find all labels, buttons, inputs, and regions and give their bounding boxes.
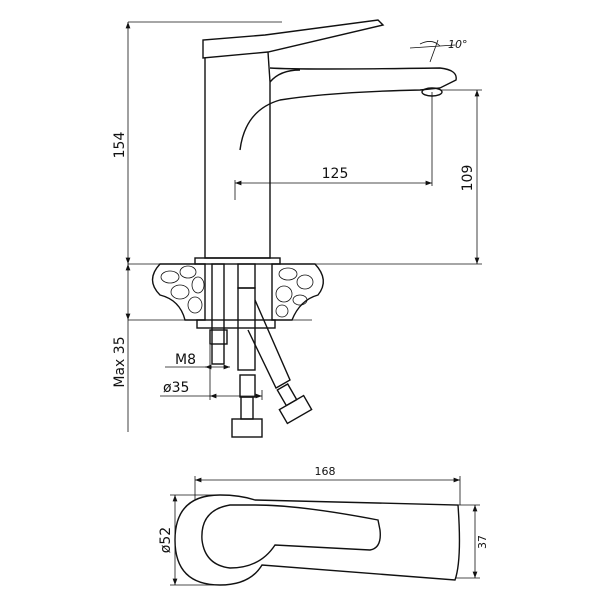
dim-168: 168 [315, 465, 336, 478]
base-plate [194, 257, 281, 265]
faucet-spout [239, 67, 457, 151]
counter-stone-section [151, 263, 324, 329]
dim-diameter-35: ø35 [163, 380, 189, 396]
dim-37: 37 [476, 535, 489, 549]
dim-10-degrees: 10° [448, 38, 468, 51]
dim-125: 125 [322, 166, 349, 182]
faucet-top-view [174, 494, 461, 586]
mounting-hardware [209, 263, 313, 438]
dim-m8: M8 [175, 352, 196, 368]
dim-max-35: Max 35 [112, 336, 128, 387]
dim-154: 154 [112, 132, 128, 159]
dim-diameter-52: ø52 [158, 527, 174, 553]
faucet-body [204, 58, 271, 259]
faucet-side-view [194, 19, 457, 265]
dim-109: 109 [460, 165, 476, 192]
faucet-handle [202, 19, 385, 59]
